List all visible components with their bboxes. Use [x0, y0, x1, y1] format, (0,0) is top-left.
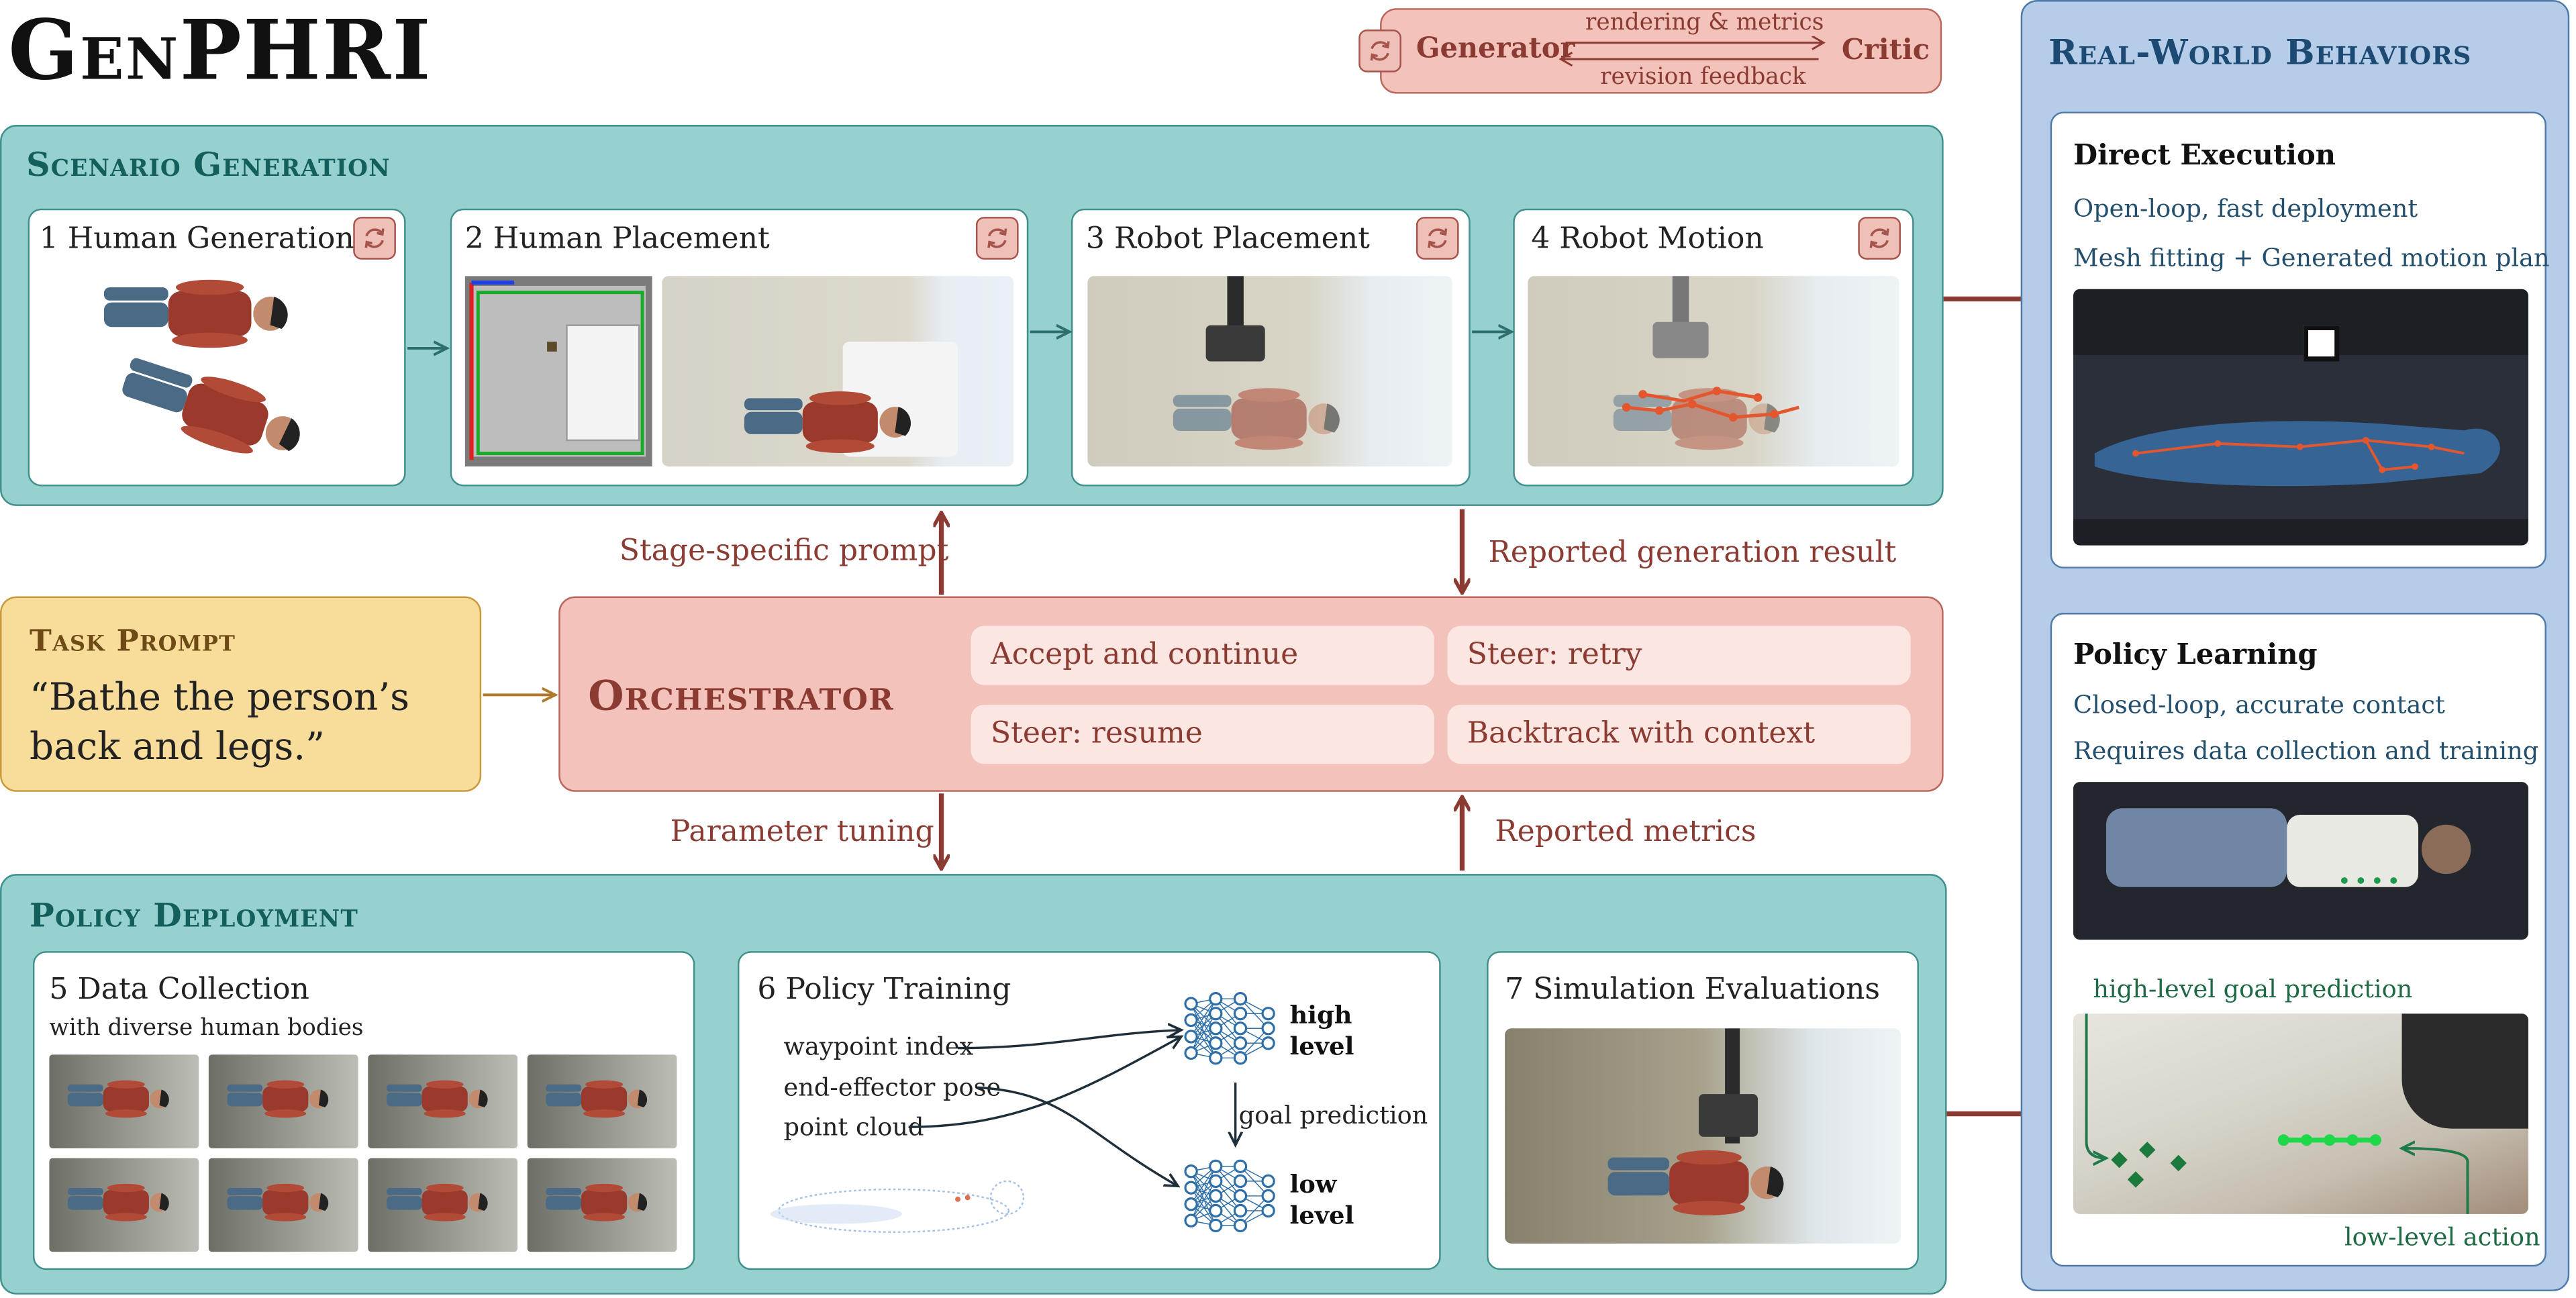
- parameter-tuning-label: Parameter tuning: [670, 815, 934, 850]
- stage-label-simulation-evaluations: 7 Simulation Evaluations: [1505, 972, 1881, 1007]
- critic-label: Critic: [1841, 34, 1930, 68]
- low-level-label-b: level: [1289, 1201, 1354, 1231]
- direct-line-1: Open-loop, fast deployment: [2073, 193, 2418, 223]
- orchestrator-title: Orchestrator: [588, 672, 894, 720]
- option-backtrack-context: Backtrack with context: [1447, 705, 1911, 764]
- refresh-icon: [353, 217, 396, 260]
- data-collection-grid: [49, 1054, 677, 1255]
- option-accept-continue: Accept and continue: [971, 626, 1434, 685]
- stage-label-human-placement: 2 Human Placement: [464, 221, 770, 256]
- reported-generation-label: Reported generation result: [1488, 535, 1897, 570]
- stage-label-human-generation: 1 Human Generation: [39, 221, 354, 256]
- refresh-icon: [1358, 30, 1401, 72]
- policy-training-diagram: [770, 992, 1275, 1233]
- rendering-metrics-label: rendering & metrics: [1585, 9, 1824, 36]
- stage-label-data-collection: 5 Data Collection: [49, 972, 309, 1007]
- stage-label-policy-training: 6 Policy Training: [757, 972, 1011, 1007]
- generator-critic-arrows: [1558, 36, 1826, 67]
- option-steer-retry: Steer: retry: [1447, 626, 1911, 685]
- stage-label-robot-placement: 3 Robot Placement: [1085, 221, 1370, 256]
- robot-placement-render: [1087, 276, 1452, 467]
- policy-learning-title: Policy Learning: [2073, 639, 2318, 672]
- refresh-icon: [1858, 217, 1901, 260]
- policy-learning-photo-top: [2073, 782, 2529, 940]
- learning-line-2: Requires data collection and training: [2073, 736, 2539, 766]
- goal-prediction-caption: high-level goal prediction: [2093, 974, 2413, 1004]
- learning-line-1: Closed-loop, accurate contact: [2073, 690, 2445, 720]
- real-world-title: Real-World Behaviors: [2048, 31, 2472, 72]
- task-prompt-title: Task Prompt: [30, 624, 236, 659]
- option-steer-resume: Steer: resume: [971, 705, 1434, 764]
- generator-label: Generator: [1416, 32, 1575, 66]
- task-prompt-box: [0, 596, 482, 792]
- high-level-label-b: level: [1289, 1032, 1354, 1062]
- robot-motion-render: [1528, 276, 1899, 467]
- stage-label-robot-motion: 4 Robot Motion: [1531, 221, 1764, 256]
- revision-feedback-label: revision feedback: [1600, 64, 1806, 91]
- refresh-icon: [975, 217, 1019, 260]
- room-layout-image: [464, 276, 652, 467]
- page-title: GenPHRI: [8, 1, 433, 99]
- refresh-icon: [1416, 217, 1459, 260]
- task-prompt-text: “Bathe the person’s back and legs.”: [30, 677, 410, 769]
- human-placement-render: [662, 276, 1014, 467]
- scenario-generation-title: Scenario Generation: [26, 144, 391, 185]
- input-point-cloud: point cloud: [783, 1112, 924, 1142]
- direct-execution-title: Direct Execution: [2073, 140, 2336, 173]
- simulation-render: [1505, 1028, 1901, 1244]
- low-level-label-a: low: [1289, 1169, 1337, 1199]
- generator-critic-legend: [1380, 8, 1942, 94]
- policy-learning-photo-bottom: [2073, 1013, 2529, 1214]
- stage-prompt-label: Stage-specific prompt: [619, 534, 949, 568]
- data-collection-subtitle: with diverse human bodies: [49, 1015, 364, 1042]
- low-level-action-caption: low-level action: [2344, 1222, 2540, 1252]
- direct-execution-photo: [2073, 289, 2529, 546]
- direct-line-2: Mesh fitting + Generated motion plan: [2073, 243, 2550, 273]
- high-level-label-a: high: [1289, 1000, 1352, 1030]
- input-waypoint-index: waypoint index: [783, 1032, 974, 1062]
- policy-deployment-title: Policy Deployment: [30, 895, 359, 935]
- goal-prediction-label: goal prediction: [1238, 1100, 1428, 1131]
- reported-metrics-label: Reported metrics: [1495, 815, 1756, 850]
- input-end-effector-pose: end-effector pose: [783, 1072, 1001, 1103]
